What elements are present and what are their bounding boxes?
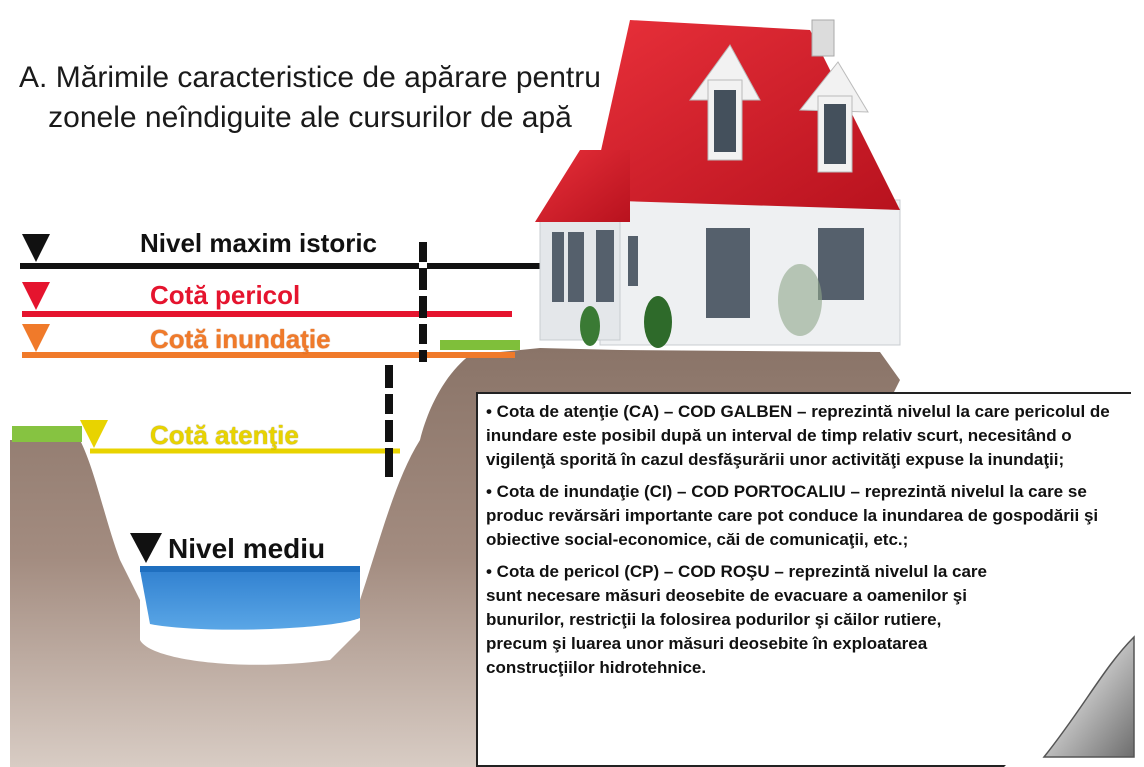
note-cota-inundatie: • Cota de inundaţie (CI) – COD PORTOCALI… bbox=[486, 482, 1099, 549]
right-bank-grass bbox=[440, 340, 520, 350]
river-water bbox=[140, 566, 360, 630]
label-cota-pericol: Cotă pericol bbox=[150, 280, 301, 310]
definitions-box: • Cota de atenţie (CA) – COD GALBEN – re… bbox=[476, 392, 1131, 767]
marker-inundatie-icon bbox=[22, 324, 50, 352]
river-canyon bbox=[10, 340, 900, 767]
page-curl-icon bbox=[1004, 627, 1144, 767]
marker-max-icon bbox=[22, 234, 50, 262]
gauge-pole-upper bbox=[419, 242, 427, 362]
note-cota-pericol: • Cota de pericol (CP) – COD ROŞU – repr… bbox=[486, 562, 987, 677]
water-surface bbox=[140, 566, 360, 572]
marker-atentie-icon bbox=[80, 420, 108, 448]
marker-pericol-icon bbox=[22, 282, 50, 310]
label-cota-inundatie: Cotă inundaţie bbox=[150, 324, 331, 354]
gauge-pole-lower bbox=[385, 365, 393, 477]
shrubs bbox=[580, 264, 822, 348]
title-line-2: zonele neîndiguite ale cursurilor de apă bbox=[48, 101, 572, 134]
house-roof-porch bbox=[535, 150, 630, 222]
label-nivel-mediu: Nivel mediu bbox=[168, 533, 326, 564]
house-windows bbox=[552, 228, 864, 318]
label-cota-atentie: Cotă atenţie bbox=[150, 420, 299, 450]
label-nivel-maxim-istoric: Nivel maxim istoric bbox=[140, 228, 377, 258]
level-lines bbox=[20, 263, 540, 454]
level-markers bbox=[22, 234, 162, 563]
gauge-poles bbox=[385, 242, 427, 477]
title-line-1: A. Mărimile caracteristice de apărare pe… bbox=[19, 61, 601, 94]
marker-mediu-icon bbox=[130, 533, 162, 563]
left-bank-rock bbox=[10, 348, 900, 767]
diagram-title: A. Mărimile caracteristice de apărare pe… bbox=[0, 58, 620, 138]
left-bank-grass bbox=[12, 426, 82, 442]
house-roof-main bbox=[590, 20, 900, 210]
dormers bbox=[689, 44, 869, 173]
note-cota-atentie: • Cota de atenţie (CA) – COD GALBEN – re… bbox=[486, 402, 1110, 469]
chimney bbox=[811, 19, 835, 57]
house-illustration bbox=[535, 19, 901, 348]
